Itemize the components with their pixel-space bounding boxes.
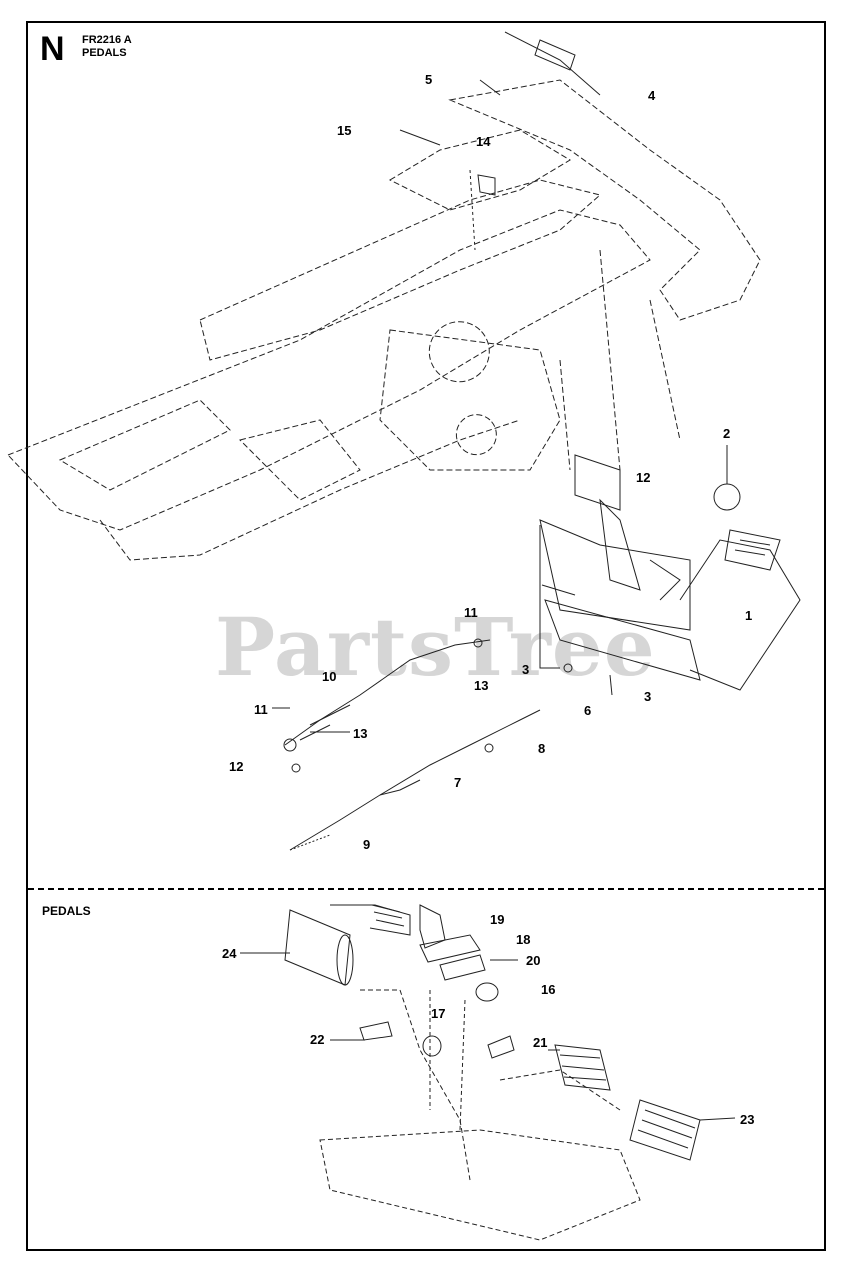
callout-13-upper: 13 xyxy=(474,678,489,693)
callout-21: 21 xyxy=(533,1035,548,1050)
section-letter: N xyxy=(40,30,65,68)
callout-2: 2 xyxy=(723,426,731,441)
callout-17: 17 xyxy=(431,1006,446,1021)
callout-14: 14 xyxy=(476,134,491,149)
bracket-14 xyxy=(477,174,496,196)
callout-6: 6 xyxy=(584,703,592,718)
callout-23: 23 xyxy=(740,1112,755,1127)
cables xyxy=(283,638,573,851)
callout-8: 8 xyxy=(538,741,546,756)
callout-5: 5 xyxy=(425,72,433,87)
bolt-5 xyxy=(479,79,501,96)
callout-11-lower: 11 xyxy=(254,702,268,717)
callout-3-left: 3 xyxy=(522,662,530,677)
callout-22: 22 xyxy=(310,1032,325,1047)
watermark: PartsTree xyxy=(215,600,656,694)
callout-15: 15 xyxy=(337,123,352,138)
callout-10: 10 xyxy=(322,669,337,684)
pedal-assembly xyxy=(539,445,801,696)
callout-11-upper: 11 xyxy=(464,605,478,620)
callout-12-upper: 12 xyxy=(636,470,651,485)
callout-4: 4 xyxy=(648,88,656,103)
page-title: PEDALS xyxy=(82,47,127,59)
callout-12-lower: 12 xyxy=(229,759,244,774)
bolt-15 xyxy=(399,129,441,146)
callout-7: 7 xyxy=(454,775,462,790)
callout-18: 18 xyxy=(516,932,531,947)
section-divider xyxy=(28,888,824,890)
callout-24: 24 xyxy=(222,946,237,961)
model-number: FR2216 A xyxy=(82,34,132,46)
diagram-frame xyxy=(26,21,826,1251)
callout-16: 16 xyxy=(541,982,556,997)
rod-clamp xyxy=(534,39,576,71)
brake-rod-4 xyxy=(504,31,601,96)
pedal-detail xyxy=(240,904,736,1241)
callout-13-lower: 13 xyxy=(353,726,368,741)
callout-3-right: 3 xyxy=(644,689,652,704)
callout-20: 20 xyxy=(526,953,541,968)
callout-9: 9 xyxy=(363,837,371,852)
detail-section-title: PEDALS xyxy=(42,904,91,918)
chassis-frame xyxy=(7,79,761,561)
leader-3 xyxy=(539,525,560,669)
callout-1: 1 xyxy=(745,608,753,623)
callout-19: 19 xyxy=(490,912,505,927)
